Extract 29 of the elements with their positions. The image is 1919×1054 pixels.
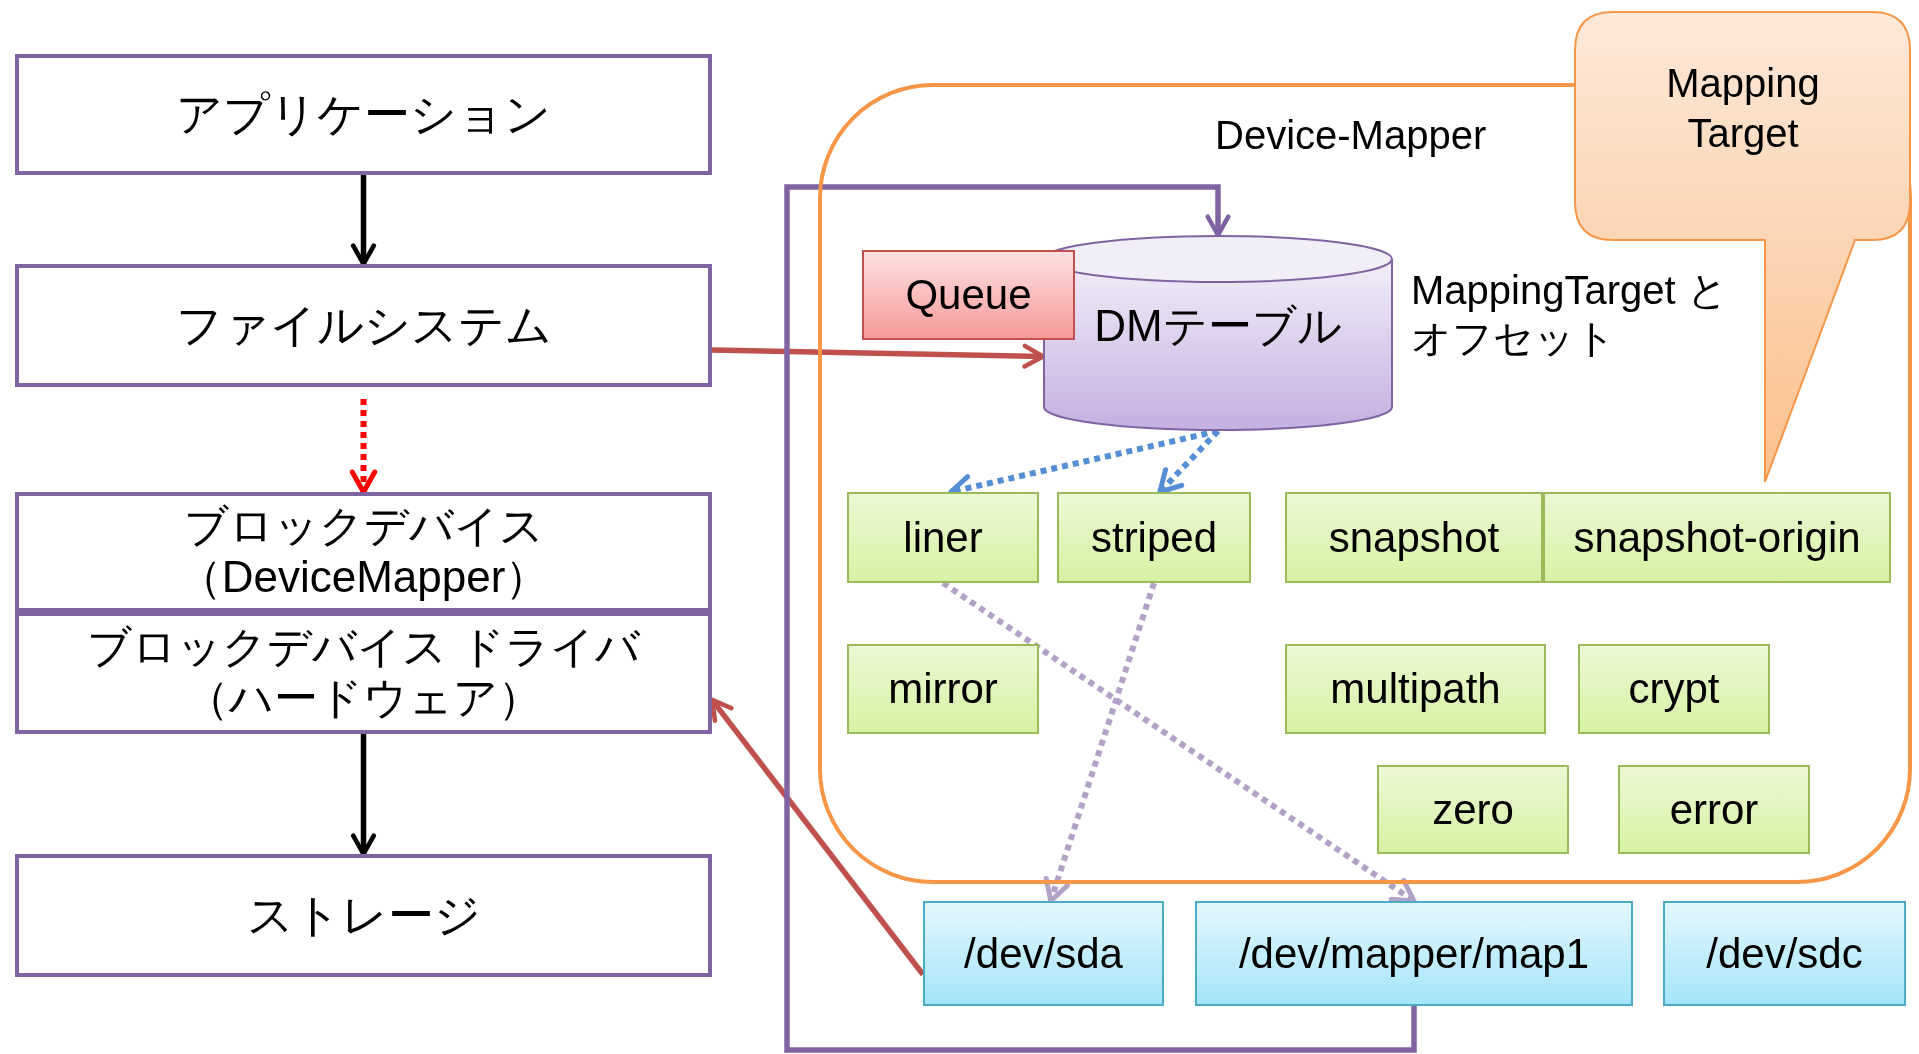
layer-box: ファイルシステム [15, 264, 712, 387]
note-text: MappingTarget とオフセット [1411, 267, 1729, 362]
arrow [350, 175, 377, 267]
device-box: /dev/sda [923, 901, 1164, 1006]
target-box: striped [1057, 492, 1251, 583]
layer-box: ストレージ [15, 854, 712, 977]
target-box: zero [1377, 765, 1569, 854]
arrow [350, 734, 377, 857]
layer-box: アプリケーション [15, 54, 712, 175]
queue-box: Queue [862, 250, 1075, 340]
arrow [711, 343, 1046, 369]
device-box: /dev/mapper/map1 [1195, 901, 1633, 1006]
arrow [1043, 582, 1157, 904]
region-title: Device-Mapper [1215, 113, 1487, 158]
target-box: error [1618, 765, 1810, 854]
target-box: crypt [1578, 644, 1770, 734]
layer-box: ブロックデバイス ドライバ（ハードウェア） [15, 612, 712, 734]
cylinder-label: DMテーブル [1093, 300, 1343, 352]
arrow [349, 399, 378, 495]
device-box: /dev/sdc [1663, 901, 1906, 1006]
bubble-text: Mapping Target [1665, 60, 1821, 157]
target-box: multipath [1285, 644, 1546, 734]
target-box: snapshot-origin [1543, 492, 1891, 583]
target-box: mirror [847, 644, 1039, 734]
target-box: liner [847, 492, 1039, 583]
target-box: snapshot [1285, 492, 1543, 583]
arrow [784, 184, 1417, 1053]
arrow [1157, 428, 1221, 495]
layer-box: ブロックデバイス（DeviceMapper） [15, 492, 712, 612]
